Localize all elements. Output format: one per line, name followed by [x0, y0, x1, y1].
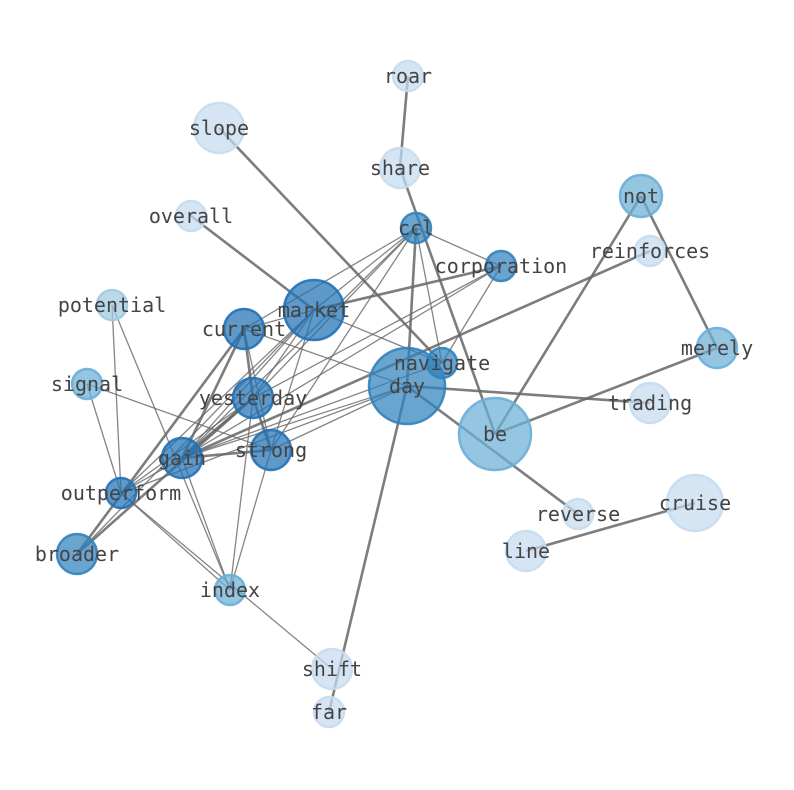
node-label-share: share: [370, 156, 430, 180]
node-not: [618, 173, 664, 219]
node-potential: [95, 288, 129, 322]
label-layer: roar slope share not overall ccl reinforces cor…: [35, 64, 753, 724]
node-yesterday: [231, 376, 275, 420]
node-current: [222, 307, 266, 351]
node-label-roar: roar: [384, 64, 432, 88]
node-label-shift: shift: [302, 657, 362, 681]
node-label-ccl: ccl: [398, 216, 434, 240]
node-line: [504, 529, 548, 573]
node-label-not: not: [623, 184, 659, 208]
edge-corporation-navigate: [441, 265, 502, 364]
node-shift: [310, 647, 354, 691]
edge-index-gain: [181, 457, 231, 591]
node-outperform: [104, 476, 138, 510]
node-share: [378, 146, 422, 190]
node-label-reinforces: reinforces: [590, 239, 710, 263]
node-gain: [160, 436, 204, 480]
node-label-overall: overall: [149, 204, 233, 228]
node-merely: [695, 326, 739, 370]
edge-not-merely: [639, 195, 719, 349]
node-label-corporation: corporation: [435, 254, 567, 278]
edge-corporation-gain: [181, 265, 502, 459]
edge-day-trading: [406, 384, 651, 405]
node-label-index: index: [200, 578, 260, 602]
node-label-gain: gain: [158, 446, 206, 470]
node-be: [457, 396, 533, 472]
edge-ccl-navigate: [415, 227, 443, 364]
edge-layer: [75, 75, 719, 713]
node-broader: [55, 532, 99, 576]
node-label-current: current: [202, 317, 286, 341]
node-signal: [70, 367, 104, 401]
node-reverse: [561, 497, 595, 531]
node-label-reverse: reverse: [536, 502, 620, 526]
node-label-line: line: [502, 539, 550, 563]
node-label-day: day: [389, 374, 425, 398]
edge-corporation-yesterday: [252, 265, 502, 399]
node-ccl: [399, 211, 433, 245]
node-slope: [192, 101, 246, 155]
node-day: [367, 346, 447, 426]
edge-yesterday-index: [229, 397, 254, 591]
edge-merely-be: [494, 346, 718, 436]
edge-cruise-line: [525, 501, 696, 553]
node-cruise: [665, 473, 725, 533]
edge-signal-strong: [86, 383, 272, 451]
edge-current-gain: [180, 328, 246, 459]
edge-current-broader: [75, 328, 246, 555]
node-label-strong: strong: [235, 438, 307, 462]
node-trading: [628, 381, 672, 425]
edge-strong-index: [229, 449, 272, 591]
node-label-navigate: navigate: [394, 351, 490, 375]
edge-potential-outperform: [111, 304, 122, 494]
node-label-be: be: [483, 422, 507, 446]
node-label-signal: signal: [51, 372, 123, 396]
node-far: [312, 695, 346, 729]
node-label-far: far: [311, 700, 347, 724]
node-label-trading: trading: [608, 391, 692, 415]
node-label-outperform: outperform: [61, 481, 181, 505]
edge-ccl-strong: [270, 227, 417, 451]
node-label-cruise: cruise: [659, 491, 731, 515]
node-roar: [391, 59, 425, 93]
edge-ccl-gain: [181, 227, 417, 459]
node-overall: [174, 199, 208, 233]
node-market: [282, 278, 346, 342]
edge-gain-day: [181, 385, 408, 459]
node-label-broader: broader: [35, 542, 119, 566]
edge-signal-outperform: [86, 383, 122, 494]
node-index: [213, 573, 247, 607]
node-reinforces: [633, 234, 667, 268]
node-navigate: [425, 346, 459, 380]
node-strong: [249, 428, 293, 472]
node-label-market: market: [278, 298, 350, 322]
node-corporation: [484, 249, 518, 283]
edge-outperform-index: [120, 492, 231, 591]
node-label-potential: potential: [58, 293, 166, 317]
node-label-merely: merely: [681, 336, 753, 360]
node-label-slope: slope: [189, 116, 249, 140]
edge-ccl-current: [243, 227, 417, 330]
node-layer: [55, 59, 739, 729]
edge-market-outperform: [120, 309, 315, 494]
node-label-yesterday: yesterday: [199, 386, 307, 410]
